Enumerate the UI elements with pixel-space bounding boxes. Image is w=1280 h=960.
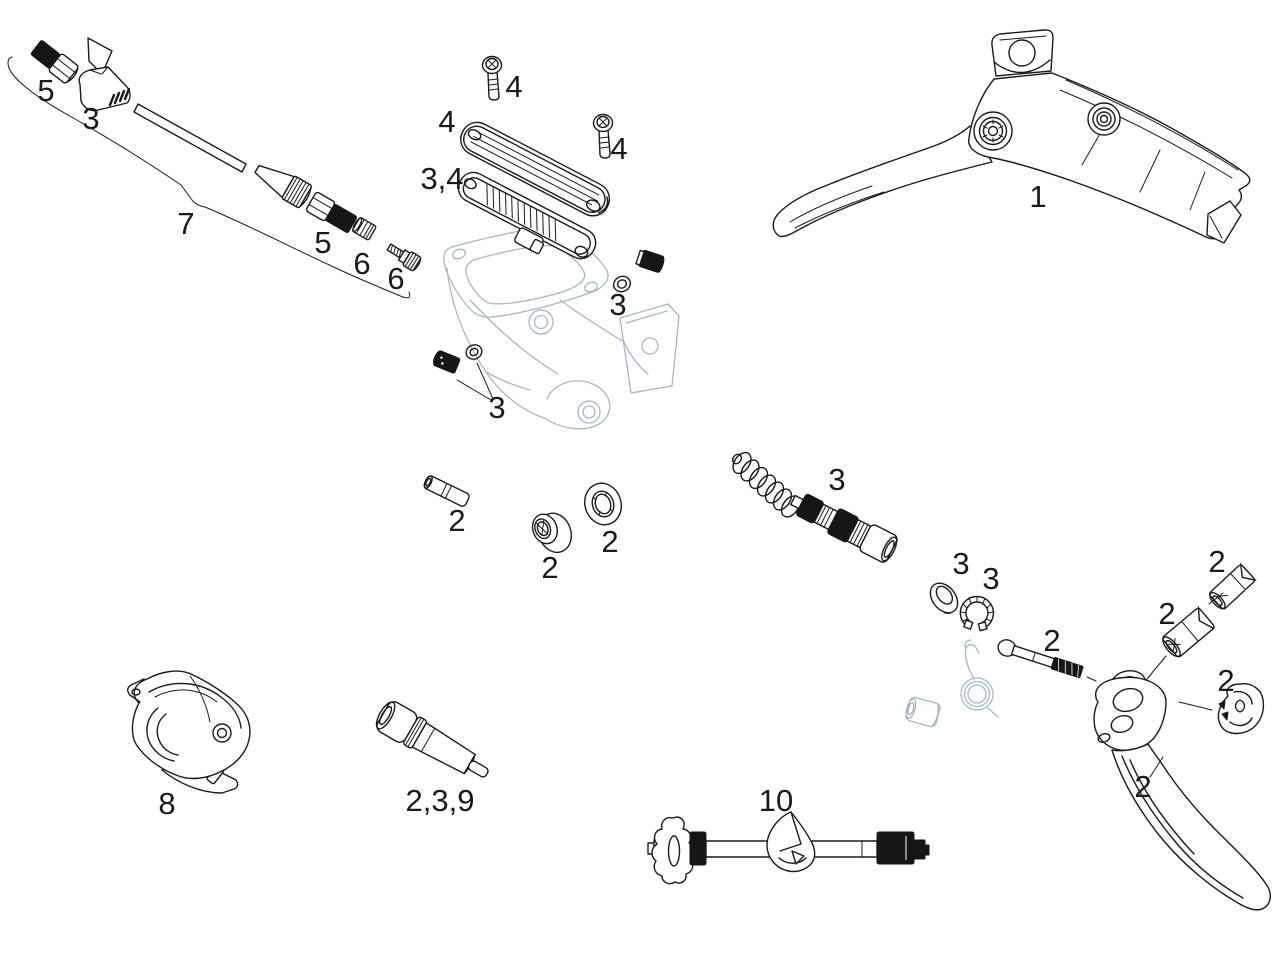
callout-bleed-screw: 3 <box>488 390 505 425</box>
callout-reservoir-cover: 4 <box>438 104 455 139</box>
lever-assembly <box>772 29 1251 244</box>
cover-screw-top <box>481 55 503 101</box>
hose-compression-nut-right <box>305 191 358 233</box>
callout-bladder-seal: 3,4 <box>420 161 463 196</box>
snap-ring <box>959 595 995 632</box>
barrel-nut-large <box>1162 606 1215 658</box>
callout-wave-washer: 3 <box>952 546 969 581</box>
hose-barb-screw <box>386 243 422 272</box>
callout-hose-boot: 3 <box>82 101 99 136</box>
pivot-washer <box>583 482 623 526</box>
piston-assembly <box>731 451 898 563</box>
callout-piston-assembly: 3 <box>828 462 845 497</box>
callout-labels: 5 3 7 5 6 6 4 4 4 3,4 3 3 1 3 2 2 2 3 3 … <box>37 69 1234 821</box>
cam-insert <box>1178 683 1265 735</box>
compression-bushing <box>352 217 377 241</box>
hose-kit-bracket <box>7 56 411 299</box>
callout-compression-bushing: 6 <box>353 246 370 281</box>
bushing-cup <box>531 512 573 554</box>
bladder-seal <box>457 171 597 260</box>
callout-lever-blade: 2 <box>1134 769 1151 804</box>
pushrod <box>375 701 489 778</box>
hose-compression-nut-left <box>30 40 79 84</box>
callout-barrel-nut-small: 2 <box>1208 544 1225 579</box>
callout-port-plug: 3 <box>609 287 626 322</box>
callout-pushrod: 2,3,9 <box>406 783 475 818</box>
lever-blade <box>1093 669 1271 911</box>
callout-snap-ring: 3 <box>982 561 999 596</box>
callout-pivot-pin: 2 <box>448 503 465 538</box>
callout-cover-screw-top: 4 <box>505 69 522 104</box>
callout-barb-screw: 6 <box>387 261 404 296</box>
callout-hose-nut-left: 5 <box>37 73 54 108</box>
barrel-nut-small <box>1209 563 1257 610</box>
reservoir-cover <box>460 121 611 217</box>
hose-strain-relief-boot <box>78 37 131 112</box>
reach-adjust-rod <box>997 639 1118 692</box>
callout-barrel-nut-large: 2 <box>1158 596 1175 631</box>
hose-end-fitting <box>254 164 312 209</box>
callout-cam-insert: 2 <box>1217 663 1234 698</box>
callout-pivot-washer: 2 <box>601 524 618 559</box>
callout-handlebar-clamp: 8 <box>158 786 175 821</box>
callout-reach-adjust-rod: 2 <box>1043 623 1060 658</box>
port-plug <box>612 249 665 293</box>
callout-lever-assembly: 1 <box>1029 179 1046 214</box>
pivot-bushing-phantom <box>905 696 941 728</box>
callout-cover-screw-right: 4 <box>610 131 627 166</box>
callout-hose-kit: 7 <box>177 206 194 241</box>
callout-bleed-axle-kit: 10 <box>759 783 793 818</box>
bleed-axle-kit <box>647 811 930 885</box>
cover-screw-right <box>592 113 614 159</box>
hydraulic-hose <box>133 103 247 173</box>
return-spring-phantom <box>960 639 999 718</box>
pivot-pin <box>423 475 470 507</box>
bleed-screw <box>433 344 494 401</box>
callout-bushing-cup: 2 <box>541 550 558 585</box>
handlebar-clamp <box>127 670 251 794</box>
callout-hose-nut-right: 5 <box>314 225 331 260</box>
wave-washer <box>929 582 959 615</box>
